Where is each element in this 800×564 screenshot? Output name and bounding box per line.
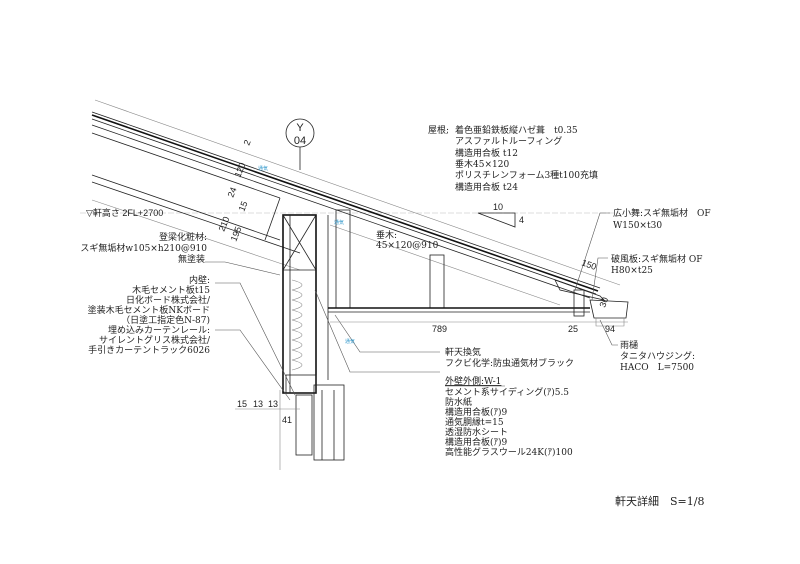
svg-text:210: 210 — [217, 215, 232, 233]
svg-text:45×120@910: 45×120@910 — [376, 241, 439, 251]
svg-text:外壁外側:W-1: 外壁外側:W-1 — [445, 375, 501, 387]
svg-text:塗装木毛セメント板NKボード: 塗装木毛セメント板NKボード — [88, 304, 210, 316]
fascia-note: 広小舞:スギ無垢材 OF W150×t30 — [613, 207, 711, 231]
dimensions: 2 120 24 15 210 195 789 25 94 150 30 15 … — [217, 138, 628, 425]
svg-text:屋根;: 屋根; — [428, 124, 449, 136]
barge-board-note: 破風板:スギ無垢材 OF H80×t25 — [611, 253, 703, 276]
svg-text:防水紙: 防水紙 — [445, 396, 472, 408]
svg-text:タニタハウジング:: タニタハウジング: — [620, 350, 695, 362]
svg-text:フクビ化学:防虫通気材ブラック: フクビ化学:防虫通気材ブラック — [445, 357, 574, 369]
svg-text:15: 15 — [237, 399, 247, 409]
svg-text:構造用合板(ｱ)9: 構造用合板(ｱ)9 — [445, 406, 508, 418]
svg-text:10: 10 — [493, 202, 503, 212]
svg-text:04: 04 — [294, 135, 306, 147]
svg-text:2: 2 — [242, 138, 253, 146]
svg-text:94: 94 — [605, 324, 615, 334]
svg-text:内壁:: 内壁: — [189, 274, 210, 286]
svg-text:日化ボード株式会社/: 日化ボード株式会社/ — [126, 294, 211, 306]
svg-text:構造用合板 t12: 構造用合板 t12 — [455, 147, 518, 159]
svg-text:120: 120 — [233, 161, 248, 179]
svg-text:セメント系サイディング(ｱ)5.5: セメント系サイディング(ｱ)5.5 — [445, 386, 569, 398]
rafter-beam-note: 登梁化粧材: スギ無垢材w105×h210@910 無塗装 — [80, 231, 207, 265]
svg-text:通気胴縁t=15: 通気胴縁t=15 — [445, 416, 504, 428]
svg-text:垂木45×120: 垂木45×120 — [455, 158, 509, 170]
soffit-vent-note: 軒天換気 フクビ化学:防虫通気材ブラック — [445, 346, 574, 369]
svg-text:スギ無垢材w105×h210@910: スギ無垢材w105×h210@910 — [80, 242, 207, 254]
svg-text:垂木:: 垂木: — [376, 229, 397, 241]
svg-text:25: 25 — [568, 324, 578, 334]
svg-text:789: 789 — [432, 324, 447, 334]
svg-text:41: 41 — [282, 415, 292, 425]
svg-text:（日塗工指定色N-87): （日塗工指定色N-87) — [121, 314, 210, 326]
outer-wall-note: 外壁外側:W-1 セメント系サイディング(ｱ)5.5 防水紙 構造用合板(ｱ)9… — [445, 375, 573, 458]
roof-note: 屋根; 着色亜鉛鉄板縦ハゼ葺 t0.35 アスファルトルーフィング 構造用合板 … — [428, 124, 598, 193]
svg-text:手引きカーテントラック6026: 手引きカーテントラック6026 — [88, 344, 210, 356]
inner-wall-note: 内壁: 木毛セメント板t15 日化ボード株式会社/ 塗装木毛セメント板NKボード… — [88, 274, 211, 356]
svg-text:4: 4 — [519, 215, 524, 225]
rafter-note: 垂木: 45×120@910 — [376, 229, 439, 251]
svg-text:軒天換気: 軒天換気 — [445, 346, 481, 358]
grid-reference-bubble: Y 04 — [285, 118, 315, 170]
svg-text:Y: Y — [296, 122, 304, 134]
svg-text:W150×t30: W150×t30 — [613, 221, 662, 231]
svg-text:着色亜鉛鉄板縦ハゼ葺 t0.35: 着色亜鉛鉄板縦ハゼ葺 t0.35 — [455, 124, 578, 136]
svg-text:15: 15 — [237, 200, 250, 213]
window-frame — [295, 384, 345, 461]
svg-text:透湿防水シート: 透湿防水シート — [445, 426, 508, 438]
vent-tag: 通気 — [258, 165, 268, 172]
svg-text:埋め込みカーテンレール:: 埋め込みカーテンレール: — [108, 325, 210, 336]
svg-text:150: 150 — [580, 257, 598, 272]
svg-text:登梁化粧材:: 登梁化粧材: — [159, 231, 207, 243]
svg-text:無塗装: 無塗装 — [178, 253, 205, 265]
svg-text:木毛セメント板t15: 木毛セメント板t15 — [132, 284, 210, 296]
svg-text:30: 30 — [597, 296, 610, 309]
svg-text:195: 195 — [229, 225, 244, 243]
soffit — [328, 209, 606, 317]
svg-text:構造用合板 t24: 構造用合板 t24 — [455, 181, 518, 193]
vent-tag: 通気 — [334, 219, 344, 226]
gutter-note: 雨樋 タニタハウジング: HACO L=7500 — [620, 339, 695, 373]
svg-text:24: 24 — [226, 186, 239, 199]
svg-text:高性能グラスウール24K(ｱ)100: 高性能グラスウール24K(ｱ)100 — [445, 446, 573, 458]
svg-text:13: 13 — [253, 399, 263, 409]
vent-tag: 通気 — [345, 338, 355, 345]
drawing-title: 軒天詳細 S=1/8 — [615, 494, 704, 508]
svg-text:構造用合板(ｱ)9: 構造用合板(ｱ)9 — [445, 436, 508, 448]
svg-text:13: 13 — [268, 399, 278, 409]
svg-text:破風板:スギ無垢材 OF: 破風板:スギ無垢材 OF — [611, 253, 703, 265]
svg-text:広小舞:スギ無垢材 OF: 広小舞:スギ無垢材 OF — [613, 207, 711, 219]
svg-text:HACO L=7500: HACO L=7500 — [620, 363, 694, 373]
leader-lines — [205, 212, 618, 401]
roof-layers — [91, 99, 621, 306]
svg-text:H80×t25: H80×t25 — [611, 266, 653, 276]
svg-text:雨樋: 雨樋 — [620, 339, 638, 351]
eave-height-label: ▽軒高さ 2FL+2700 — [86, 207, 163, 218]
slope-indicator: 10 4 — [477, 202, 524, 228]
svg-text:サイレントグリス株式会社/: サイレントグリス株式会社/ — [99, 334, 211, 346]
svg-text:アスファルトルーフィング: アスファルトルーフィング — [455, 135, 562, 147]
wall-section — [279, 214, 329, 470]
svg-text:ポリスチレンフォーム3種t100充填: ポリスチレンフォーム3種t100充填 — [455, 169, 598, 181]
